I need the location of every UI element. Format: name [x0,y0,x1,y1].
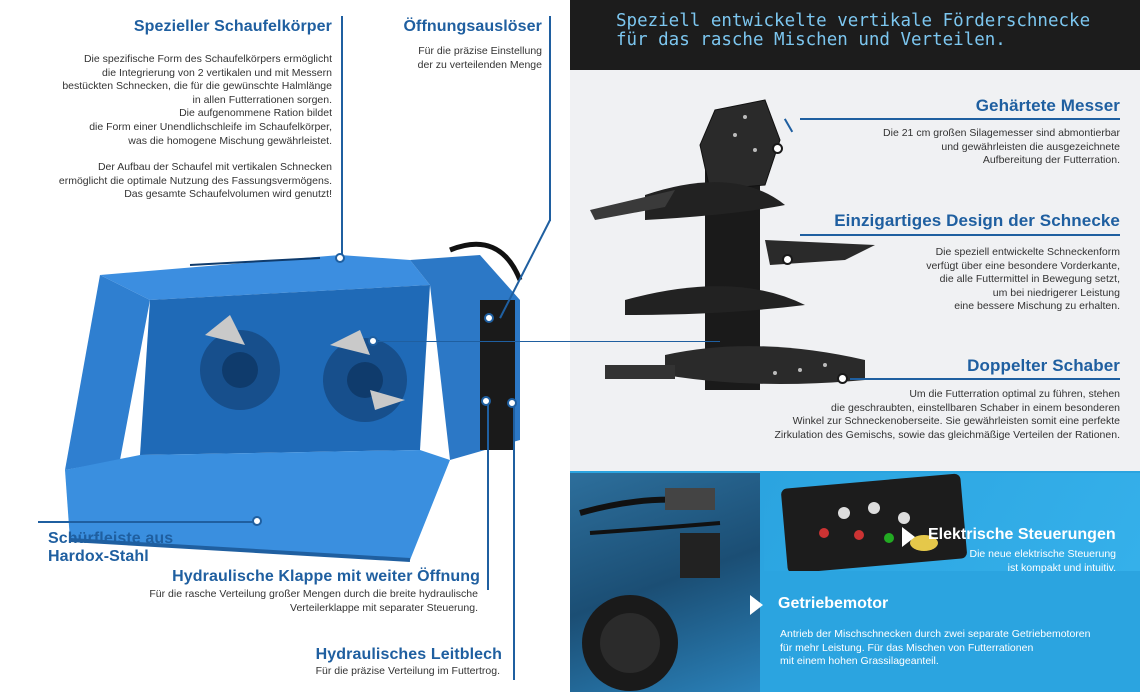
schaber-title: Doppelter Schaber [967,356,1120,375]
bucket-left-wall [65,275,150,470]
schaber-marker [837,373,848,384]
schaufel-marker [335,253,345,263]
header-title: Speziell entwickelte vertikale Fördersch… [616,11,1091,50]
cutting-edge [69,538,411,562]
design-rule [800,234,1120,236]
header-band [570,0,1140,70]
design-marker [782,254,793,265]
messer-marker [772,143,783,154]
leitblech-marker [507,398,517,408]
motor-arrow-icon [750,595,763,615]
schaber-rule [850,378,1120,380]
oeffnung-marker [484,313,494,323]
steuerung-title: Elektrische Steuerungen [928,526,1116,543]
motor-text: Antrieb der Mischschnecken durch zwei se… [780,628,1091,668]
klappe-title: Hydraulische Klappe mit weiter Öffnung [172,568,480,585]
motor-block [680,533,720,578]
steuerung-text: Die neue elektrische Steuerung ist kompa… [969,548,1116,574]
schaufel-title: Spezieller Schaufelkörper [133,18,332,35]
schuerf-rule [38,521,258,523]
messer-rule [800,118,1120,120]
schuerf-marker [252,516,262,526]
oeffnung-title: Öffnungsauslöser [403,18,542,35]
klappe-marker [481,396,491,406]
leitblech-text: Für die präzise Verteilung im Futtertrog… [315,665,500,677]
auger-scraper [665,346,865,384]
auger-top-plate [699,99,781,191]
auger-knife-left [590,190,675,220]
messer-title: Gehärtete Messer [975,96,1120,115]
schaufel-vline [341,16,343,256]
bucket-floor [65,450,450,560]
schuerf-title: Schürfleiste aus Hardox-Stahl [48,530,174,565]
oeffnung-vline [549,16,551,221]
bucket-top [100,255,430,300]
auger-bottom-bar [605,365,675,379]
design-title: Einzigartiges Design der Schnecke [834,211,1120,230]
steuerung-arrow-icon [902,527,915,547]
auger-connector-line [374,341,720,343]
leitblech-vline [513,404,515,680]
gear-motor-photo [570,473,760,692]
schaber-text: Um die Futterration optimal zu führen, s… [774,388,1120,441]
klappe-vline [487,400,489,590]
schaufel-text: Die spezifische Form des Schaufelkörpers… [58,53,332,201]
leitblech-title: Hydraulisches Leitblech [315,646,502,663]
auger-connector-marker [368,336,378,346]
messer-text: Die 21 cm großen Silagemesser sind abmon… [883,127,1120,167]
auger-illustration [590,99,875,390]
klappe-text: Für die rasche Verteilung großer Mengen … [149,588,478,614]
control-box-photo [764,473,1140,574]
mixing-bucket-illustration [65,241,523,562]
motor-title: Getriebemotor [778,595,889,612]
auger-flight-upper [645,182,785,220]
design-text: Die speziell entwickelte Schneckenform v… [926,246,1120,313]
auger-flight-lower [625,286,805,315]
hydraulic-frame [480,300,515,450]
oeffnung-text: Für die präzise Einstellung der zu verte… [417,45,542,71]
